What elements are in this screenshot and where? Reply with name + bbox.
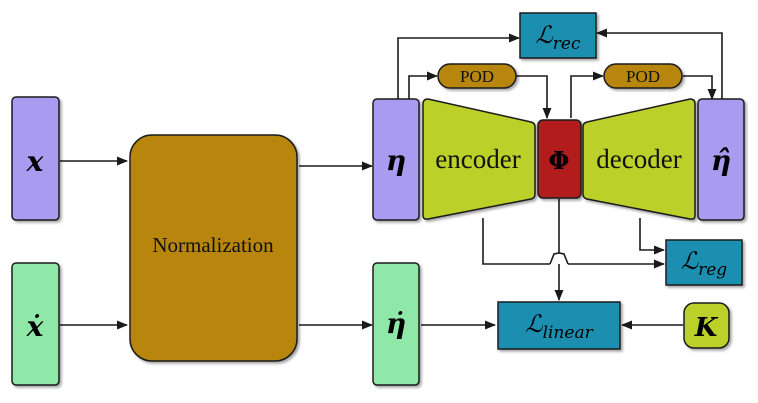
edge-pod-right-to-etahat xyxy=(683,75,717,101)
lrec-node xyxy=(519,12,597,59)
decoder-label: decoder xyxy=(596,144,681,174)
etadot-label: η̇ xyxy=(386,307,406,340)
lrec-script: ℒ xyxy=(535,21,553,49)
eta-node xyxy=(372,98,420,221)
encoder-node xyxy=(422,98,536,220)
edge-etahat-to-lrec xyxy=(595,28,723,99)
xdot-label: ẋ xyxy=(26,310,44,343)
phi-label: Φ xyxy=(549,146,570,175)
edge-eta-to-lrec xyxy=(397,33,521,99)
edge-encoder-to-junction xyxy=(482,218,550,265)
llinear-node xyxy=(497,301,621,350)
connectors xyxy=(60,28,723,330)
pod-left-node xyxy=(437,63,517,89)
edge-phi-to-pod-right xyxy=(570,71,605,118)
edge-pod-left-to-phi xyxy=(516,75,552,120)
etahat-node xyxy=(697,98,745,221)
llinear-sub: linear xyxy=(543,323,594,343)
llinear-script: ℒ xyxy=(525,310,543,338)
lreg-script: ℒ xyxy=(681,247,699,275)
lrec-label: ℒrec xyxy=(535,21,580,54)
phi-node xyxy=(537,119,582,199)
eta-label: η xyxy=(386,144,406,177)
x-node xyxy=(11,96,60,221)
etadot-node xyxy=(372,262,420,386)
edge-eta-to-pod-left xyxy=(408,71,439,99)
lreg-label: ℒreg xyxy=(681,247,727,280)
pod-right-node xyxy=(603,63,683,89)
lreg-node xyxy=(665,239,743,286)
lrec-sub: rec xyxy=(553,34,581,54)
x-label: x xyxy=(26,145,44,178)
normalization-label: Normalization xyxy=(152,233,274,257)
xdot-node xyxy=(11,262,60,386)
k-label: K xyxy=(694,313,719,343)
pod-left-label: POD xyxy=(460,67,494,86)
llinear-label: ℒlinear xyxy=(525,310,593,343)
pod-right-label: POD xyxy=(626,67,660,86)
encoder-label: encoder xyxy=(435,144,520,174)
lreg-sub: reg xyxy=(698,260,727,280)
edge-decoder-to-lreg xyxy=(639,218,666,255)
edge-hop xyxy=(549,252,569,265)
etahat-label: η̂ xyxy=(711,144,731,177)
normalization-node xyxy=(129,134,298,362)
k-node xyxy=(683,302,730,349)
decoder-node xyxy=(582,98,696,220)
